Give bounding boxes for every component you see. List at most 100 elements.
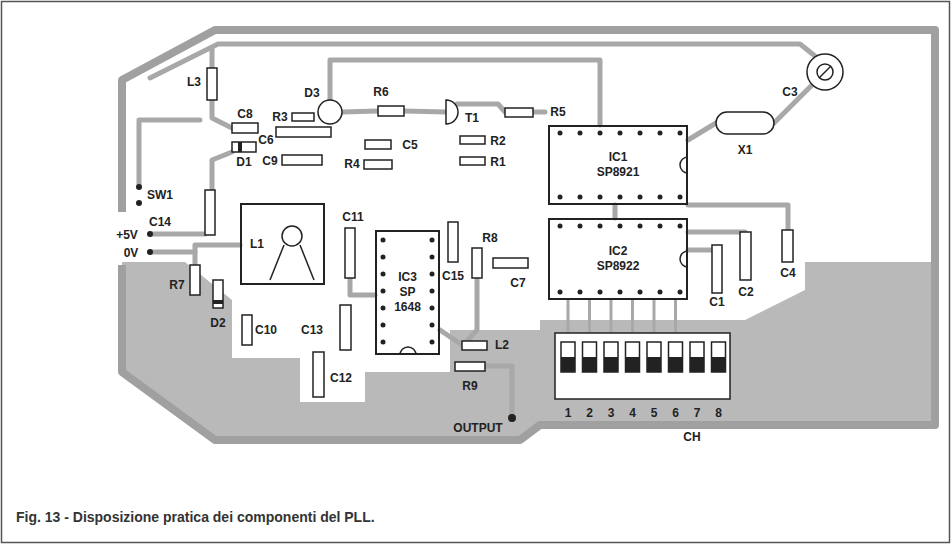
figure-caption: Fig. 13 - Disposizione pratica dei compo… (16, 509, 375, 525)
diode-band (213, 300, 223, 304)
part-label: C12 (330, 372, 352, 385)
ic-pin (618, 290, 623, 295)
dip-switch-lever (669, 357, 683, 372)
chip-label: IC2 SP8922 (592, 244, 644, 274)
dip-switch-lever (647, 342, 661, 372)
ic-pin (381, 289, 386, 294)
coil-symbol (282, 226, 302, 246)
capacitor-symbol (232, 123, 258, 133)
capacitor-symbol (282, 155, 322, 165)
ic-pin (578, 131, 583, 136)
inductor-symbol (207, 68, 217, 100)
ic-pin (638, 195, 643, 200)
board-area (122, 30, 935, 440)
dip-switch-lever (583, 357, 597, 372)
part-label: D3 (304, 87, 319, 100)
copper-trace (330, 60, 600, 125)
ic-pin (678, 195, 683, 200)
ic-pin (658, 290, 663, 295)
part-label: R5 (550, 106, 565, 119)
coil-symbol (270, 245, 284, 280)
ic-pin (430, 340, 435, 345)
resistor-symbol (472, 248, 482, 278)
ic-pin (558, 131, 563, 136)
part-label: 2 (586, 407, 593, 420)
ic-pin (381, 255, 386, 260)
ic-pin (638, 224, 643, 229)
part-label: C9 (262, 155, 277, 168)
ic-pin (658, 224, 663, 229)
ic-pin (381, 306, 386, 311)
crystal-symbol (716, 112, 774, 134)
resistor-symbol (364, 160, 392, 169)
ic-pin (558, 195, 563, 200)
ic-pin (598, 290, 603, 295)
copper-trace (404, 111, 446, 112)
part-label: R3 (272, 111, 287, 124)
dip-pin-trace (610, 300, 613, 333)
capacitor-symbol (448, 222, 458, 262)
copper-trace (350, 278, 375, 295)
diode-symbol (232, 142, 256, 152)
capacitor-symbol (493, 258, 528, 268)
part-label: CH (683, 431, 700, 444)
ic-pin (381, 323, 386, 328)
chip-label: IC3 SP 1648 (391, 270, 425, 315)
part-label: C11 (342, 211, 363, 224)
part-label: C3 (782, 86, 797, 99)
part-label: +5V (116, 229, 138, 242)
dip-switch-lever (561, 342, 575, 372)
copper-trace (195, 245, 240, 265)
copper-trace (440, 330, 462, 345)
part-label: R8 (482, 232, 497, 245)
terminal-pad (136, 200, 142, 206)
capacitor-symbol (276, 127, 331, 137)
copper-trace (457, 104, 505, 112)
led-symbol (318, 100, 342, 124)
part-label: C1 (709, 296, 724, 309)
ic-pin (618, 131, 623, 136)
chip-label: IC1 SP8921 (592, 150, 644, 180)
inductor-symbol (462, 341, 487, 350)
terminal-pad (147, 231, 153, 237)
trimmer-slot (819, 66, 831, 78)
part-label: 1 (565, 407, 572, 420)
ic-pin (430, 238, 435, 243)
ic-pin (430, 255, 435, 260)
dip-switch-lever (669, 342, 683, 372)
resistor-symbol (378, 106, 404, 116)
part-label: R7 (169, 279, 184, 292)
dip-switch-lever (712, 342, 726, 372)
diode-band (238, 142, 242, 152)
copper-trace (613, 205, 618, 218)
ic-pin (430, 289, 435, 294)
copper-trace (467, 278, 477, 341)
part-label: R9 (462, 380, 477, 393)
dip-switch-body (555, 333, 730, 399)
ic-pin (658, 195, 663, 200)
copper-trace (688, 205, 788, 230)
transistor-symbol (446, 100, 458, 124)
board-outline (122, 30, 935, 440)
resistor-symbol (455, 362, 485, 371)
capacitor-symbol (712, 245, 722, 293)
dip-switch-lever (647, 357, 661, 372)
capacitor-symbol (205, 190, 215, 235)
part-label: R1 (490, 156, 505, 169)
ic-package: IC3 SP 1648 (375, 230, 440, 355)
ic-pin (430, 323, 435, 328)
ic-pin (558, 290, 563, 295)
ic-package: IC1 SP8921 (548, 125, 688, 205)
copper-trace (533, 110, 545, 115)
copper-trace (342, 111, 378, 112)
dip-switch-lever (626, 342, 640, 372)
part-label: OUTPUT (453, 422, 502, 435)
dip-pin-trace (653, 300, 656, 333)
part-label: 3 (608, 407, 615, 420)
ic-pin (598, 224, 603, 229)
part-label: C8 (237, 108, 252, 121)
ic-pin (658, 131, 663, 136)
copper-trace (150, 250, 195, 255)
dip-pin-trace (674, 300, 677, 333)
